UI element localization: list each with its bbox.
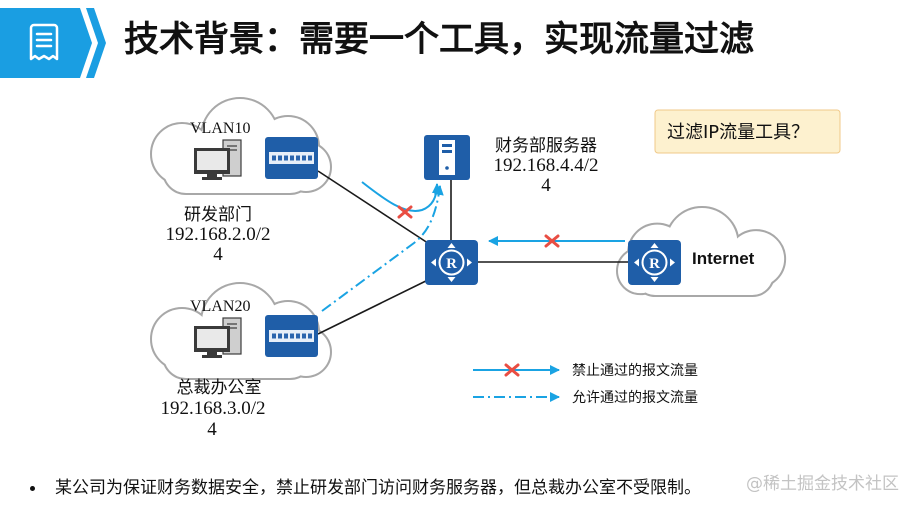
vlan10-label: VLAN10 — [190, 120, 250, 137]
bullet-item: 某公司为保证财务数据安全，禁止研发部门访问财务服务器，但总裁办公室不受限制。 — [30, 476, 750, 500]
router-ring — [641, 249, 668, 276]
blocked-cross-icon — [504, 363, 520, 377]
internet-router-icon: R — [628, 240, 681, 285]
computer-screen — [197, 329, 227, 348]
computer-icon — [194, 139, 242, 180]
allowed-flow-arrow-to-server — [321, 185, 444, 312]
computer-base — [202, 355, 222, 358]
computer-stand — [207, 352, 217, 355]
link-switch-vlan10-router — [317, 170, 438, 250]
header-badge-block — [0, 8, 92, 78]
question-note: 过滤IP流量工具？ — [654, 109, 841, 154]
computer-base — [202, 177, 222, 180]
router-icon: R — [425, 240, 478, 285]
server-icon — [424, 135, 470, 180]
legend-blocked: 禁止通过的报文流量 — [473, 363, 698, 379]
router-letter: R — [649, 256, 660, 272]
internet-label: Internet — [692, 249, 755, 268]
cross-stroke — [504, 363, 520, 377]
router-letter: R — [446, 256, 457, 272]
legend-allowed: 允许通过的报文流量 — [473, 390, 698, 406]
router-ring — [438, 249, 465, 276]
document-outline — [29, 23, 59, 61]
legend-label: 允许通过的报文流量 — [572, 390, 698, 406]
department-subnet-wrap: 4 — [207, 419, 217, 440]
server-name: 财务部服务器 — [495, 136, 597, 156]
header-badge-graphic — [0, 8, 106, 78]
blocked-cross-icon — [544, 234, 560, 248]
server-address: 192.168.4.4/2 — [493, 155, 598, 176]
server-tower — [439, 140, 455, 175]
bullet-text: 某公司为保证财务数据安全，禁止研发部门访问财务服务器，但总裁办公室不受限制。 — [55, 478, 701, 498]
blocked-cross-icon — [397, 205, 413, 219]
computer-icon — [194, 317, 242, 358]
switch-icon — [265, 315, 318, 357]
question-note-text: 过滤IP流量工具？ — [667, 122, 809, 143]
question-note-box — [654, 109, 841, 154]
server-power-light — [445, 166, 449, 170]
page-title: 技术背景：需要一个工具，实现流量过滤 — [124, 20, 755, 60]
switch-icon — [265, 137, 318, 179]
department-subnet: 192.168.2.0/2 — [165, 224, 270, 245]
header-chevron — [86, 8, 106, 78]
router-body — [628, 240, 681, 285]
department-name: 总裁办公室 — [177, 378, 262, 398]
bullet-dot — [30, 486, 35, 491]
department-subnet-wrap: 4 — [213, 244, 223, 265]
computer-stand — [207, 174, 217, 177]
vlan20-label: VLAN20 — [190, 298, 250, 315]
department-subnet: 192.168.3.0/2 — [160, 398, 265, 419]
cross-stroke — [397, 205, 413, 219]
document-icon — [29, 23, 59, 61]
server-slot — [442, 150, 452, 153]
router-body — [425, 240, 478, 285]
legend-label: 禁止通过的报文流量 — [572, 363, 698, 379]
watermark: @稀土掘金技术社区 — [746, 474, 899, 494]
computer-screen — [197, 151, 227, 170]
server-address-wrap: 4 — [541, 175, 551, 196]
cross-stroke — [544, 234, 560, 248]
server-slot — [442, 144, 452, 147]
department-name: 研发部门 — [184, 205, 252, 225]
header-badge — [0, 8, 106, 78]
link-switch-vlan20-router — [317, 276, 435, 335]
